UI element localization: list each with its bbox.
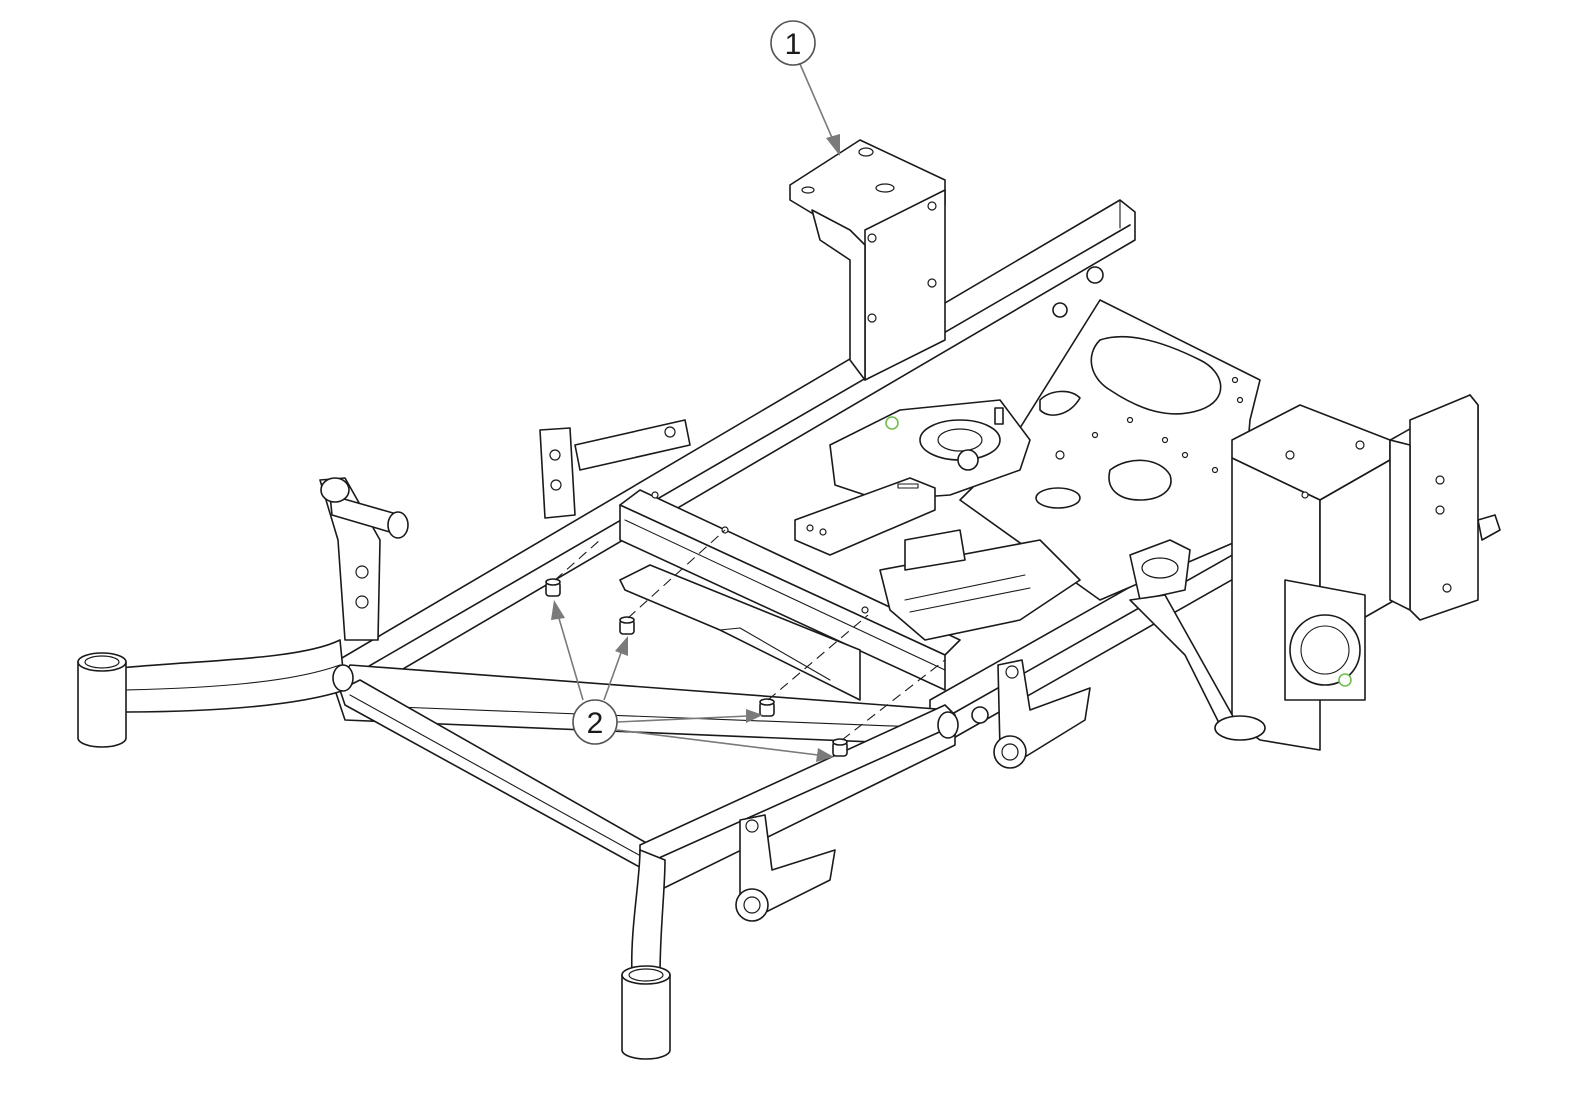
bushing xyxy=(545,578,561,597)
center-crossmember xyxy=(879,529,1081,641)
part-1-seat-mount-bracket xyxy=(789,139,946,381)
right-pump-mount xyxy=(1129,539,1191,601)
callout-label-1: 1 xyxy=(785,28,802,61)
callout-2: 2 xyxy=(551,600,834,762)
frame-bolt xyxy=(971,706,989,724)
left-pivot-bracket xyxy=(319,477,409,641)
front-caster-tube xyxy=(621,965,671,1060)
bushing xyxy=(759,698,775,717)
bushing xyxy=(832,738,848,757)
callout-1: 1 xyxy=(770,20,840,156)
engine-deck xyxy=(959,299,1261,601)
left-caster-arm xyxy=(119,639,346,713)
floor-plate xyxy=(619,564,861,701)
rear-mount-bracket xyxy=(1129,594,1266,741)
rear-end-panel xyxy=(1389,394,1501,621)
front-rail-end-cap xyxy=(937,711,959,739)
rail-bolt xyxy=(1052,302,1068,318)
left-caster-tube xyxy=(77,652,127,748)
right-rear-tower xyxy=(1231,404,1396,751)
front-pivot-bracket xyxy=(735,814,836,922)
left-rail-end-cap xyxy=(332,664,354,692)
bushing xyxy=(619,616,635,635)
part-2-bushings xyxy=(545,529,946,757)
green-fitting xyxy=(1338,673,1352,687)
front-caster-arm xyxy=(630,849,666,976)
transmission-bracket-left xyxy=(829,399,1031,501)
pump-mount-plate xyxy=(794,477,936,556)
right-pivot-bracket xyxy=(993,659,1091,769)
green-fitting xyxy=(885,416,899,430)
rear-hinge-bracket xyxy=(539,419,691,519)
rail-bolt xyxy=(1086,266,1104,284)
callout-label-2: 2 xyxy=(587,707,604,740)
main-frame xyxy=(77,199,1501,1060)
